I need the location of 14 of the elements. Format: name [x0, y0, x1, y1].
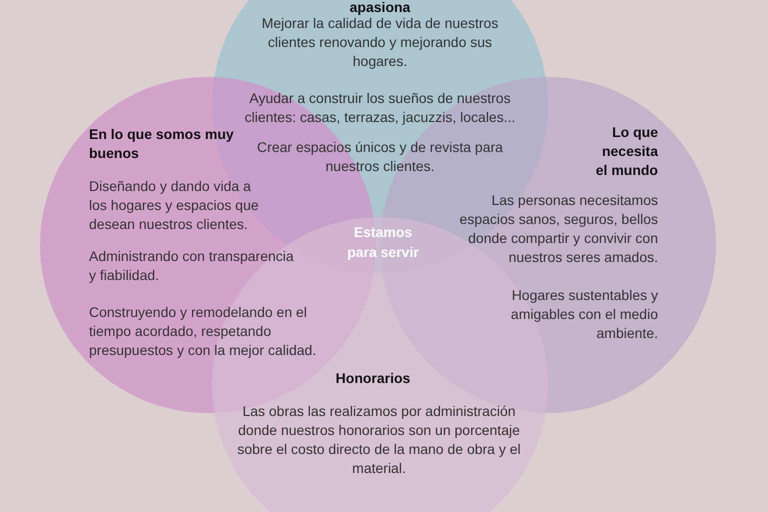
circle-text: Crear espacios únicos y de revista para nuestros clientes. [256, 138, 504, 176]
circle-heading: apasiona [348, 0, 412, 14]
center-label: Estamos para servir [346, 223, 420, 262]
circle-text: Construyendo y remodelando en el tiempo acordado, respetando presupuestos y con la mejor calidad. [89, 303, 318, 360]
circle-heading: Lo que necesita el mundo [594, 123, 658, 180]
circle-text: Las personas necesitamos espacios sanos, seguros, bellos donde compartir y convivir con nuestros seres amados. [458, 191, 658, 267]
circle-text: Las obras las realizamos por administración donde nuestros honorarios son un porcentaje sobre el costo directo de la mano de obra y el material. [236, 402, 522, 478]
circle-text: Ayudar a construir los sueños de nuestros clientes: casas, terrazas, jacuzzis, locales... [244, 89, 516, 127]
circle-text: Mejorar la calidad de vida de nuestros clientes renovando y mejorando sus hogares. [260, 15, 500, 71]
circle-text: Diseñando y dando vida a los hogares y espacios que desean nuestros clientes. [89, 177, 260, 234]
circle-text: Hogares sustentables y amigables con el medio ambiente. [510, 286, 658, 343]
circle-heading: En lo que somos muy buenos [89, 125, 235, 163]
circle-text: Administrando con transparencia y fiabilidad. [89, 247, 295, 285]
circle-heading: Honorarios [334, 369, 412, 388]
